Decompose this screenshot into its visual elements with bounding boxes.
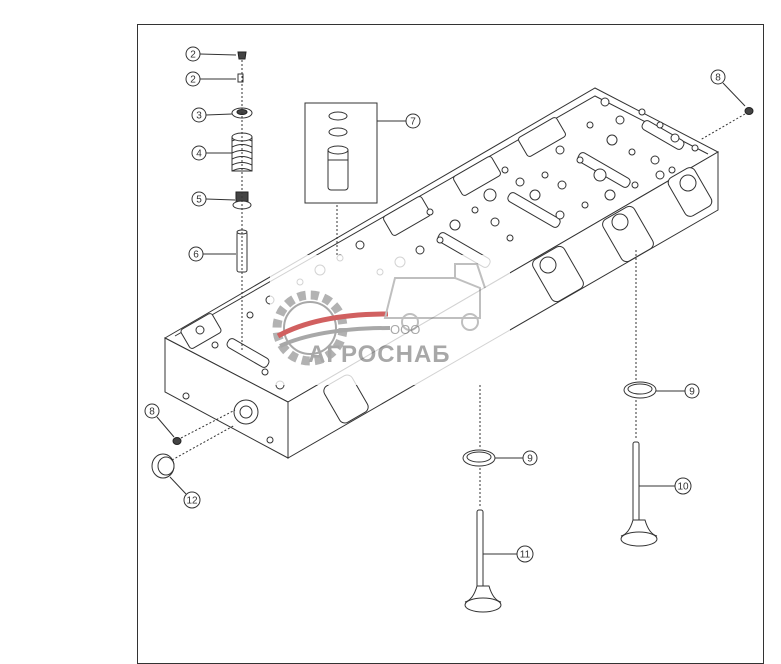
svg-text:9: 9 (689, 387, 695, 398)
callout-10: 10 (674, 477, 692, 495)
watermark: ООО АГРОСНАБ (270, 255, 510, 385)
valve-train-parts (231, 51, 253, 350)
intake-valve-part (464, 468, 502, 613)
callout-12: 12 (183, 491, 201, 509)
callout-4: 4 (191, 145, 207, 161)
svg-text:2: 2 (190, 50, 196, 61)
callout-5: 5 (191, 191, 207, 207)
callout-8-left: 8 (144, 403, 160, 419)
svg-text:3: 3 (196, 111, 202, 122)
valve-keeper-part (237, 51, 247, 60)
svg-text:2: 2 (190, 75, 196, 86)
callout-2-top: 2 (185, 46, 201, 62)
svg-text:7: 7 (410, 117, 416, 128)
valve-seat-insert-right (623, 250, 657, 399)
injector-sleeve-kit (304, 102, 378, 260)
svg-text:9: 9 (527, 454, 533, 465)
exhaust-valve-part (620, 400, 658, 547)
plug-part-left (172, 409, 236, 445)
exploded-view-diagram: .ln { stroke: #333; stroke-width: 1; fil… (144, 46, 754, 613)
plug-part-right (699, 107, 754, 141)
svg-text:11: 11 (520, 550, 531, 561)
callout-6: 6 (188, 246, 204, 262)
callout-11: 11 (516, 545, 534, 563)
callout-7: 7 (405, 113, 421, 129)
expansion-plug-part (151, 424, 236, 479)
valve-seat-insert-left (462, 385, 496, 467)
callouts: 2 2 3 4 5 6 (144, 46, 746, 563)
svg-text:5: 5 (196, 195, 202, 206)
callout-9-right: 9 (684, 383, 700, 399)
svg-text:4: 4 (196, 149, 202, 160)
svg-text:12: 12 (186, 496, 198, 507)
harvester-logo-icon (383, 263, 486, 331)
watermark-prefix: ООО (390, 322, 420, 337)
svg-text:6: 6 (193, 250, 199, 261)
svg-text:10: 10 (677, 482, 689, 493)
callout-8-right: 8 (710, 69, 726, 85)
callout-2-bottom: 2 (185, 71, 201, 87)
svg-text:8: 8 (715, 73, 721, 84)
gear-logo-icon (272, 290, 391, 366)
callout-3: 3 (191, 107, 207, 123)
watermark-company-name: АГРОСНАБ (308, 341, 451, 368)
callout-9-left: 9 (522, 450, 538, 466)
svg-text:8: 8 (149, 407, 155, 418)
